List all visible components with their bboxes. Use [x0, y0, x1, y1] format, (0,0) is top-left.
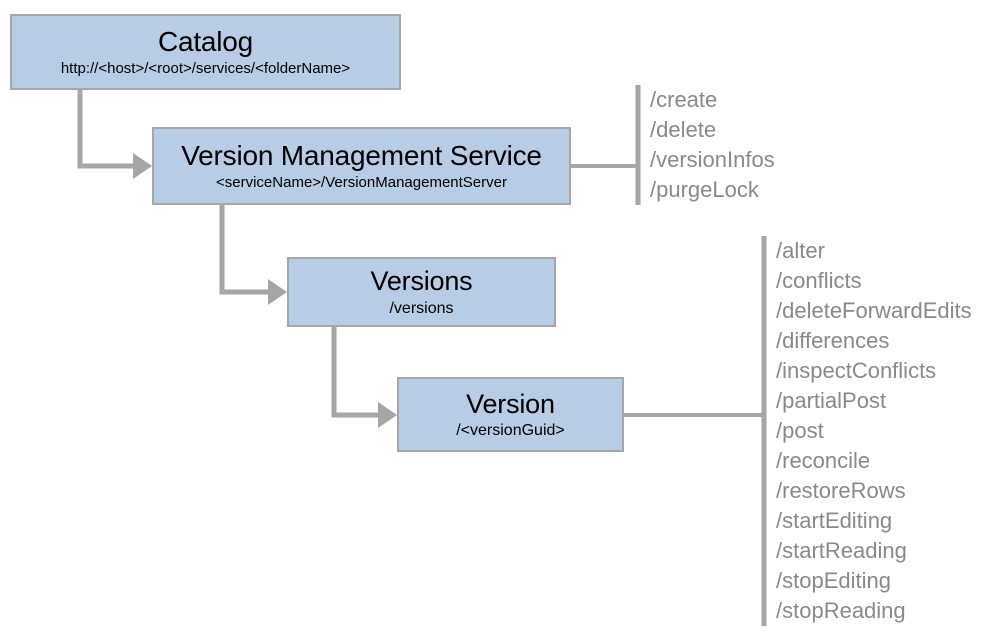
endpoint-item[interactable]: /reconcile — [776, 448, 871, 473]
node-version-title: Version — [466, 388, 555, 419]
connector-catalog-to-service — [77, 90, 152, 179]
endpoint-item[interactable]: /create — [650, 87, 718, 112]
endpoint-item[interactable]: /versionInfos — [650, 147, 775, 172]
endpoint-item[interactable]: /purgeLock — [650, 177, 759, 202]
node-catalog-title: Catalog — [157, 26, 254, 58]
node-catalog[interactable]: Catalog http://<host>/<root>/services/<f… — [10, 14, 401, 90]
node-version-path: /<versionGuid> — [456, 422, 565, 440]
endpoint-item[interactable]: /alter — [776, 238, 825, 263]
node-catalog-path: http://<host>/<root>/services/<folderNam… — [60, 59, 351, 77]
endpoint-item[interactable]: /conflicts — [776, 268, 862, 293]
node-versions-path: /versions — [389, 299, 454, 317]
endpoint-item[interactable]: /deleteForwardEdits — [776, 298, 972, 323]
endpoint-item[interactable]: /partialPost — [776, 388, 887, 413]
endpoint-item[interactable]: /inspectConflicts — [776, 358, 937, 383]
node-versions-title: Versions — [370, 266, 473, 297]
node-version-management-service[interactable]: Version Management Service <serviceName>… — [152, 127, 571, 205]
endpoint-item[interactable]: /post — [776, 418, 824, 443]
endpoint-item[interactable]: /differences — [776, 328, 890, 353]
endpoint-item[interactable]: /stopEditing — [776, 568, 891, 593]
connector-version-to-operations — [624, 236, 767, 626]
node-version-management-service-path: <serviceName>/VersionManagementServer — [216, 173, 507, 191]
connector-service-to-operations — [571, 85, 641, 205]
endpoint-item[interactable]: /stopReading — [776, 598, 906, 623]
connector-service-to-versions — [219, 205, 287, 305]
endpoint-item[interactable]: /restoreRows — [776, 478, 906, 503]
node-version-management-service-title: Version Management Service — [181, 140, 542, 172]
connector-versions-to-version — [331, 327, 397, 428]
node-version[interactable]: Version /<versionGuid> — [397, 377, 624, 452]
endpoint-item[interactable]: /startReading — [776, 538, 907, 563]
endpoint-item[interactable]: /delete — [650, 117, 717, 142]
endpoint-list-version-operations: /alter /conflicts /deleteForwardEdits /d… — [776, 236, 972, 626]
node-versions[interactable]: Versions /versions — [287, 257, 556, 327]
endpoint-list-service-operations: /create /delete /versionInfos /purgeLock — [650, 85, 775, 205]
endpoint-item[interactable]: /startEditing — [776, 508, 893, 533]
